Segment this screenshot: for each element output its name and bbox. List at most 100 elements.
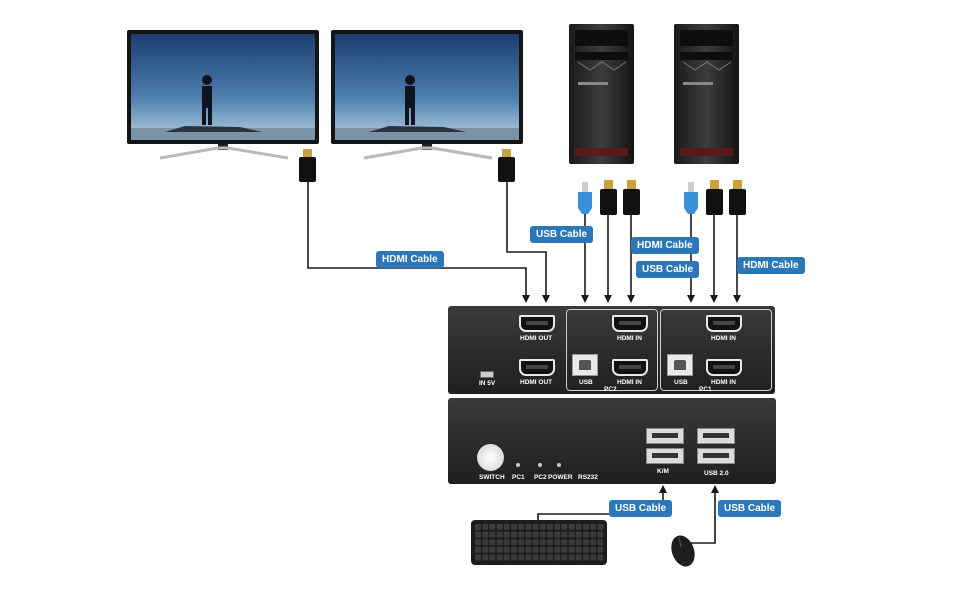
keyboard-key [539,539,546,546]
keyboard-key [561,531,568,538]
keyboard-key [568,539,575,546]
keyboard-key [597,539,604,546]
keyboard-key [525,531,532,538]
usb20-port-top[interactable] [697,428,735,444]
pc-tower-left-icon [569,24,634,164]
keyboard-key [503,554,510,561]
hdmi-plug-icon [623,180,640,215]
keyboard-key [518,554,525,561]
pc2-usb-port[interactable] [572,354,598,376]
pc2-hdmi-in-bottom-label: HDMI IN [617,379,642,386]
keyboard-key [575,531,582,538]
power-in-label: IN 5V [479,380,496,387]
hdmi-plug-icon [498,149,515,182]
km-label: K/M [657,468,669,475]
keyboard-key [539,554,546,561]
keyboard-key [597,524,604,530]
keyboard-key [568,546,575,553]
usb-plug-icon [578,182,592,214]
hdmi-plug-icon [706,180,723,215]
keyboard-key [489,531,496,538]
km-usb-port-top[interactable] [646,428,684,444]
usb20-label: USB 2.0 [704,470,729,477]
keyboard-key [554,539,561,546]
keyboard-key [475,546,481,553]
pc1-led [516,463,520,467]
pc-tower-right-icon [674,24,739,164]
keyboard-key [482,524,489,530]
keyboard-key [475,524,481,530]
keyboard-key [475,539,481,546]
keyboard-key [532,554,539,561]
pc1-usb-label: USB [674,379,688,386]
hdmi-plug-icon [729,180,746,215]
keyboard-key [489,524,496,530]
keyboard-key [518,524,525,530]
pc2-hdmi-in-bottom-port[interactable] [612,359,648,376]
keyboard-key [554,546,561,553]
keyboard-key [590,539,597,546]
keyboard-key [547,554,553,561]
keyboard-key [511,531,517,538]
usb-cable-label: USB Cable [718,500,782,517]
power-led [557,463,561,467]
hdmi-cable-label: HDMI Cable [376,251,444,268]
usb-plug-icon [684,182,698,214]
keyboard-key [532,546,539,553]
keyboard-key [597,531,604,538]
hdmi-out-top-port[interactable] [519,315,555,332]
switch-button[interactable] [477,444,504,471]
keyboard-icon [471,520,607,565]
usb20-port-bottom[interactable] [697,448,735,464]
keyboard-key [583,531,589,538]
keyboard-key [475,531,481,538]
keyboard-key [518,531,525,538]
keyboard-key [547,524,553,530]
keyboard-key [525,546,532,553]
keyboard-key [575,546,582,553]
hdmi-out-top-label: HDMI OUT [520,335,553,342]
pc2-group-label: PC2 [604,386,617,393]
keyboard-key [482,554,489,561]
keyboard-key [496,531,503,538]
keyboard-key [583,546,589,553]
keyboard-key [539,546,546,553]
pc2-hdmi-in-top-port[interactable] [612,315,648,332]
keyboard-key [518,546,525,553]
keyboard-key [496,524,503,530]
keyboard-key [547,531,553,538]
hdmi-out-bottom-port[interactable] [519,359,555,376]
keyboard-key [583,554,589,561]
pc2-hdmi-in-top-label: HDMI IN [617,335,642,342]
usb-cable-label: USB Cable [609,500,673,517]
keyboard-key [597,554,604,561]
keyboard-key [583,524,589,530]
hdmi-plug-icon [600,180,617,215]
keyboard-key [568,531,575,538]
keyboard-key [482,539,489,546]
keyboard-key [525,539,532,546]
power-led-label: POWER [548,474,573,481]
pc1-usb-port[interactable] [667,354,693,376]
keyboard-key [511,546,517,553]
keyboard-key [532,531,539,538]
keyboard-key [489,546,496,553]
monitor-right-icon [331,30,523,160]
keyboard-key [547,546,553,553]
pc1-hdmi-in-top-label: HDMI IN [711,335,736,342]
pc1-hdmi-in-bottom-port[interactable] [706,359,742,376]
keyboard-key [554,524,561,530]
keyboard-key [496,546,503,553]
keyboard-key [590,524,597,530]
pc1-hdmi-in-bottom-label: HDMI IN [711,379,736,386]
power-in-port[interactable] [480,371,494,378]
keyboard-key [590,546,597,553]
km-usb-port-bottom[interactable] [646,448,684,464]
keyboard-key [554,531,561,538]
pc1-hdmi-in-top-port[interactable] [706,315,742,332]
hdmi-plug-icon [299,149,316,182]
usb-cable-label: USB Cable [636,261,700,278]
keyboard-key [590,531,597,538]
keyboard-key [539,531,546,538]
